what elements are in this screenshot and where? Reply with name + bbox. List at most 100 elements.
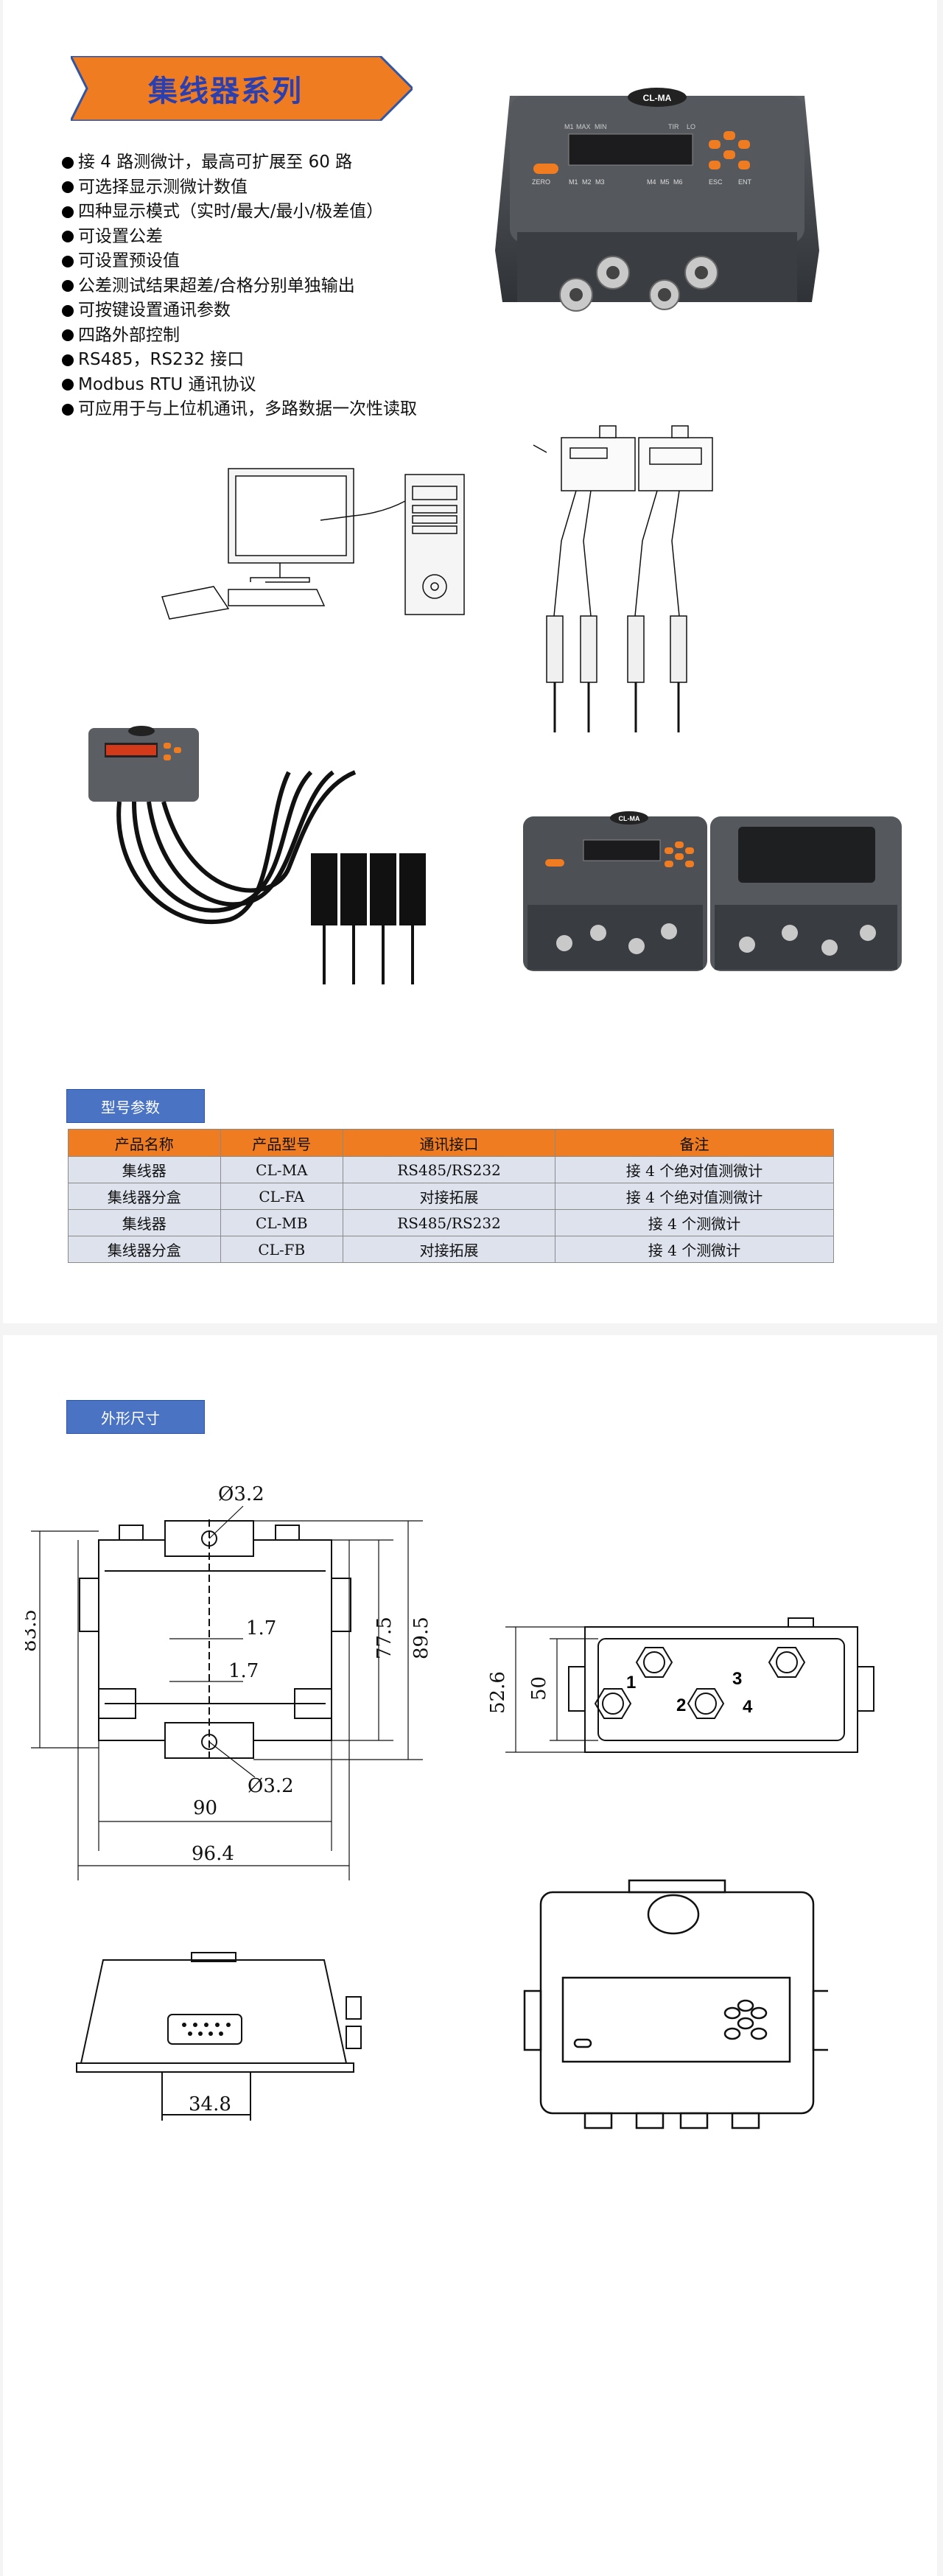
key-label-m4: M4 xyxy=(647,178,656,186)
bullet-icon xyxy=(62,206,74,218)
feature-item: Modbus RTU 通讯协议 xyxy=(62,373,417,398)
feature-list: 接 4 路测微计，最高可扩展至 60 路 可选择显示测微计数值 四种显示模式（实… xyxy=(62,150,417,422)
bullet-icon xyxy=(62,403,74,416)
cell: CL-MB xyxy=(220,1209,344,1236)
front-view-drawing: 1 2 3 4 52.6 50 xyxy=(487,1617,874,1753)
col-header-interface: 通讯接口 xyxy=(343,1129,556,1157)
feature-text: Modbus RTU 通讯协议 xyxy=(78,374,256,394)
side-view-drawing: 34.8 xyxy=(76,1952,362,2121)
dim-height-inner: 77.5 xyxy=(374,1617,396,1659)
cell: 接 4 个绝对值测微计 xyxy=(555,1183,834,1210)
feature-text: 可设置预设值 xyxy=(78,251,180,270)
feature-text: 四路外部控制 xyxy=(78,325,180,345)
cell: RS485/RS232 xyxy=(343,1209,556,1236)
feature-text: 可应用于与上位机通讯，多路数据一次性读取 xyxy=(78,399,417,419)
dim-width-outer: 96.4 xyxy=(192,1843,234,1865)
bullet-icon xyxy=(62,181,74,194)
feature-item: 可应用于与上位机通讯，多路数据一次性读取 xyxy=(62,397,417,422)
feature-text: 可选择显示测微计数值 xyxy=(78,177,248,197)
feature-item: 可设置公差 xyxy=(62,225,417,250)
display-label-max: MAX xyxy=(576,123,591,130)
dim-side-width: 34.8 xyxy=(189,2093,231,2115)
cell: RS485/RS232 xyxy=(343,1156,556,1183)
cell: 集线器 xyxy=(68,1209,221,1236)
cell: CL-MA xyxy=(220,1156,344,1183)
zero-button xyxy=(533,164,558,174)
port-label-3: 3 xyxy=(732,1669,742,1689)
dim-front-h2: 50 xyxy=(528,1676,550,1701)
modules-with-sensors-diagram xyxy=(533,425,713,732)
pc-connection-illustration xyxy=(161,468,465,620)
cell: 集线器分盒 xyxy=(68,1236,221,1263)
bullet-icon xyxy=(62,304,74,317)
table-row: 集线器 CL-MA RS485/RS232 接 4 个绝对值测微计 xyxy=(68,1156,834,1183)
bullet-icon xyxy=(62,379,74,391)
display-label-min: MIN xyxy=(595,123,607,130)
port-label-4: 4 xyxy=(743,1697,753,1717)
table-row: 集线器 CL-MB RS485/RS232 接 4 个测微计 xyxy=(68,1209,834,1236)
table-row: 集线器分盒 CL-FA 对接拓展 接 4 个绝对值测微计 xyxy=(68,1183,834,1210)
cell: 接 4 个绝对值测微计 xyxy=(555,1156,834,1183)
cell: CL-FA xyxy=(220,1183,344,1210)
col-header-model: 产品型号 xyxy=(220,1129,344,1157)
key-label-esc: ESC xyxy=(709,178,723,186)
display-label-lo: LO xyxy=(687,123,695,130)
bottom-view-drawing xyxy=(523,1879,828,2129)
key-label-m3: M3 xyxy=(595,178,605,186)
display-label-tir: TIR xyxy=(668,123,679,130)
display-label-m1: M1 xyxy=(564,123,574,130)
table-header-row: 产品名称 产品型号 通讯接口 备注 xyxy=(68,1129,834,1157)
feature-item: 四种显示模式（实时/最大/最小/极差值） xyxy=(62,200,417,225)
feature-text: RS485，RS232 接口 xyxy=(78,350,245,369)
cell: 对接拓展 xyxy=(343,1236,556,1263)
bullet-icon xyxy=(62,329,74,342)
dim-hole-bottom: Ø3.2 xyxy=(248,1775,294,1797)
hub-product-image: CL-MA M1 MAX MIN TIR LO ZERO M1 M2 M3 M4… xyxy=(495,88,819,312)
cell: 接 4 个测微计 xyxy=(555,1209,834,1236)
cell: 对接拓展 xyxy=(343,1183,556,1210)
dim-height-outer: 89.5 xyxy=(410,1617,432,1659)
section-tag-params: 型号参数 xyxy=(66,1089,205,1123)
key-label-m5: M5 xyxy=(660,178,670,186)
feature-text: 可设置公差 xyxy=(78,226,163,246)
port-label-2: 2 xyxy=(676,1695,686,1715)
bullet-icon xyxy=(62,280,74,293)
cell: 集线器 xyxy=(68,1156,221,1183)
cell: CL-FB xyxy=(220,1236,344,1263)
port-label-1: 1 xyxy=(626,1673,636,1693)
bullet-icon xyxy=(62,255,74,267)
key-label-zero: ZERO xyxy=(532,178,550,186)
feature-item: 可按键设置通讯参数 xyxy=(62,298,417,323)
dim-inner-1: 1.7 xyxy=(246,1617,276,1639)
key-label-m6: M6 xyxy=(673,178,683,186)
key-label-ent: ENT xyxy=(738,178,752,186)
banner-title: 集线器系列 xyxy=(148,74,303,108)
cell: 集线器分盒 xyxy=(68,1183,221,1210)
hub-and-extension-box-image: CL-MA xyxy=(523,811,902,971)
feature-item: 四路外部控制 xyxy=(62,323,417,349)
feature-text: 公差测试结果超差/合格分别单独输出 xyxy=(78,276,355,295)
dim-hole-top: Ø3.2 xyxy=(218,1483,264,1505)
col-header-name: 产品名称 xyxy=(68,1129,221,1157)
dim-height-left: 83.5 xyxy=(25,1609,41,1652)
bullet-icon xyxy=(62,156,74,169)
key-label-m2: M2 xyxy=(582,178,592,186)
feature-item: 可设置预设值 xyxy=(62,249,417,274)
dim-inner-2: 1.7 xyxy=(228,1660,259,1682)
top-view-drawing: Ø3.2 1.7 1.7 Ø3.2 90 96.4 83.5 77.5 89.5 xyxy=(25,1483,432,1880)
feature-text: 可按键设置通讯参数 xyxy=(78,301,231,320)
model-badge-small: CL-MA xyxy=(619,815,640,822)
feature-item: RS485，RS232 接口 xyxy=(62,348,417,373)
section-tag-dimensions: 外形尺寸 xyxy=(66,1400,205,1434)
dim-width-inner: 90 xyxy=(193,1797,217,1819)
col-header-remark: 备注 xyxy=(555,1129,834,1157)
bullet-icon xyxy=(62,231,74,243)
table-row: 集线器分盒 CL-FB 对接拓展 接 4 个测微计 xyxy=(68,1236,834,1263)
bullet-icon xyxy=(62,354,74,366)
dim-front-h1: 52.6 xyxy=(487,1671,509,1714)
model-badge: CL-MA xyxy=(643,93,672,103)
feature-item: 接 4 路测微计，最高可扩展至 60 路 xyxy=(62,150,417,175)
page-1: 集线器系列 接 4 路测微计，最高可扩展至 60 路 可选择显示测微计数值 四种… xyxy=(3,0,937,1323)
series-banner: 集线器系列 xyxy=(71,56,413,121)
params-table: 产品名称 产品型号 通讯接口 备注 集线器 CL-MA RS485/RS232 … xyxy=(68,1129,834,1263)
